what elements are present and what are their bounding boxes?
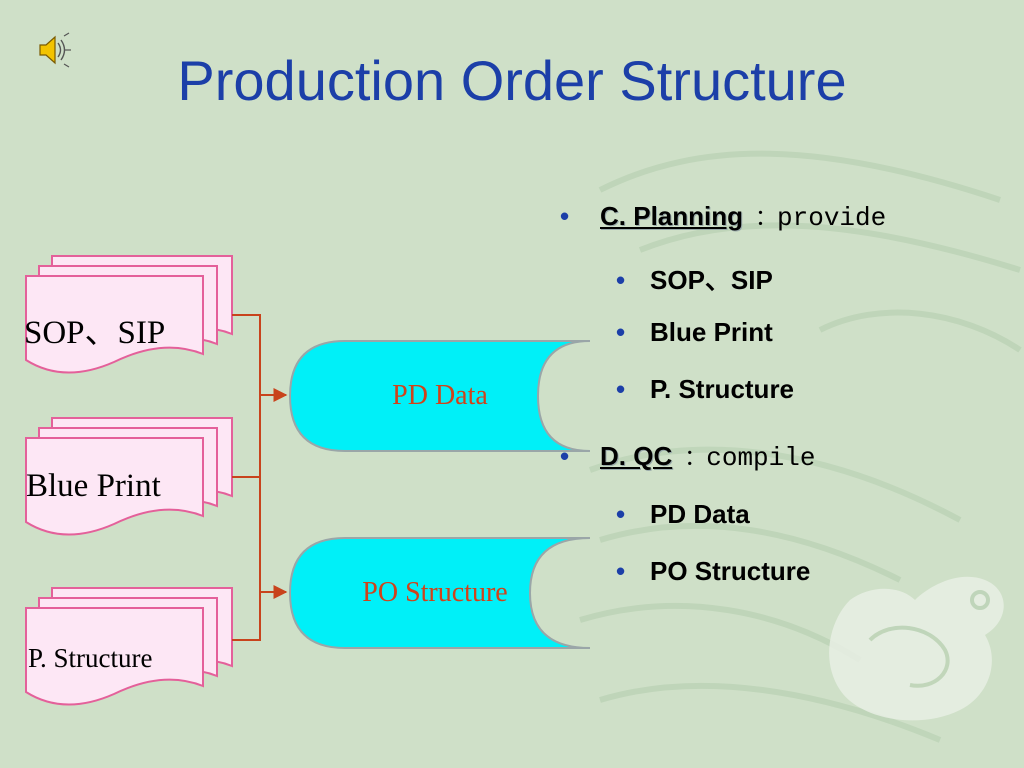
sub-bullet: •PD Data bbox=[616, 499, 750, 529]
bullet-description: provide bbox=[777, 203, 887, 233]
document-stack-structure bbox=[25, 587, 233, 706]
bullet-separator: ： bbox=[755, 206, 778, 231]
sub-bullet: •P. Structure bbox=[616, 374, 795, 404]
bullet-description: compile bbox=[706, 443, 816, 473]
store-po-structure bbox=[288, 537, 591, 649]
sub-bullet-label: Blue Print bbox=[650, 317, 773, 347]
sub-bullet-label: P. Structure bbox=[650, 374, 795, 404]
sub-bullet-label: PD Data bbox=[650, 499, 750, 529]
bullet-d-qc: • D. QC ：compile bbox=[560, 440, 815, 473]
store-label-po-structure: PO Structure bbox=[362, 577, 508, 608]
speaker-icon[interactable] bbox=[36, 32, 72, 68]
sub-bullet: •Blue Print bbox=[616, 317, 773, 347]
document-stack-blueprint bbox=[25, 417, 233, 536]
bullet-heading: C. Planning bbox=[600, 201, 743, 231]
store-label-pd-data: PD Data bbox=[392, 380, 488, 411]
bullet-separator: ： bbox=[684, 446, 707, 471]
document-label-structure: P. Structure bbox=[28, 643, 153, 673]
bullet-dot: • bbox=[560, 441, 570, 471]
dragon-ornament bbox=[829, 576, 1004, 721]
bullet-heading: D. QC bbox=[600, 441, 673, 471]
connectors bbox=[232, 314, 288, 641]
document-label-sop: SOP、SIP bbox=[24, 315, 166, 351]
sub-bullet: •SOP、SIP bbox=[616, 265, 773, 295]
document-stack-sop bbox=[25, 255, 233, 374]
sub-bullet: •PO Structure bbox=[616, 556, 811, 586]
sub-bullet-label: PO Structure bbox=[650, 556, 811, 586]
page-title: Production Order Structure bbox=[177, 49, 847, 112]
document-label-blueprint: Blue Print bbox=[26, 468, 161, 504]
store-pd-data bbox=[288, 340, 591, 452]
bullet-dot: • bbox=[560, 201, 570, 231]
bullet-c-planning: • C. Planning ：provide bbox=[560, 200, 886, 233]
sub-bullet-label: SOP、SIP bbox=[650, 265, 773, 295]
